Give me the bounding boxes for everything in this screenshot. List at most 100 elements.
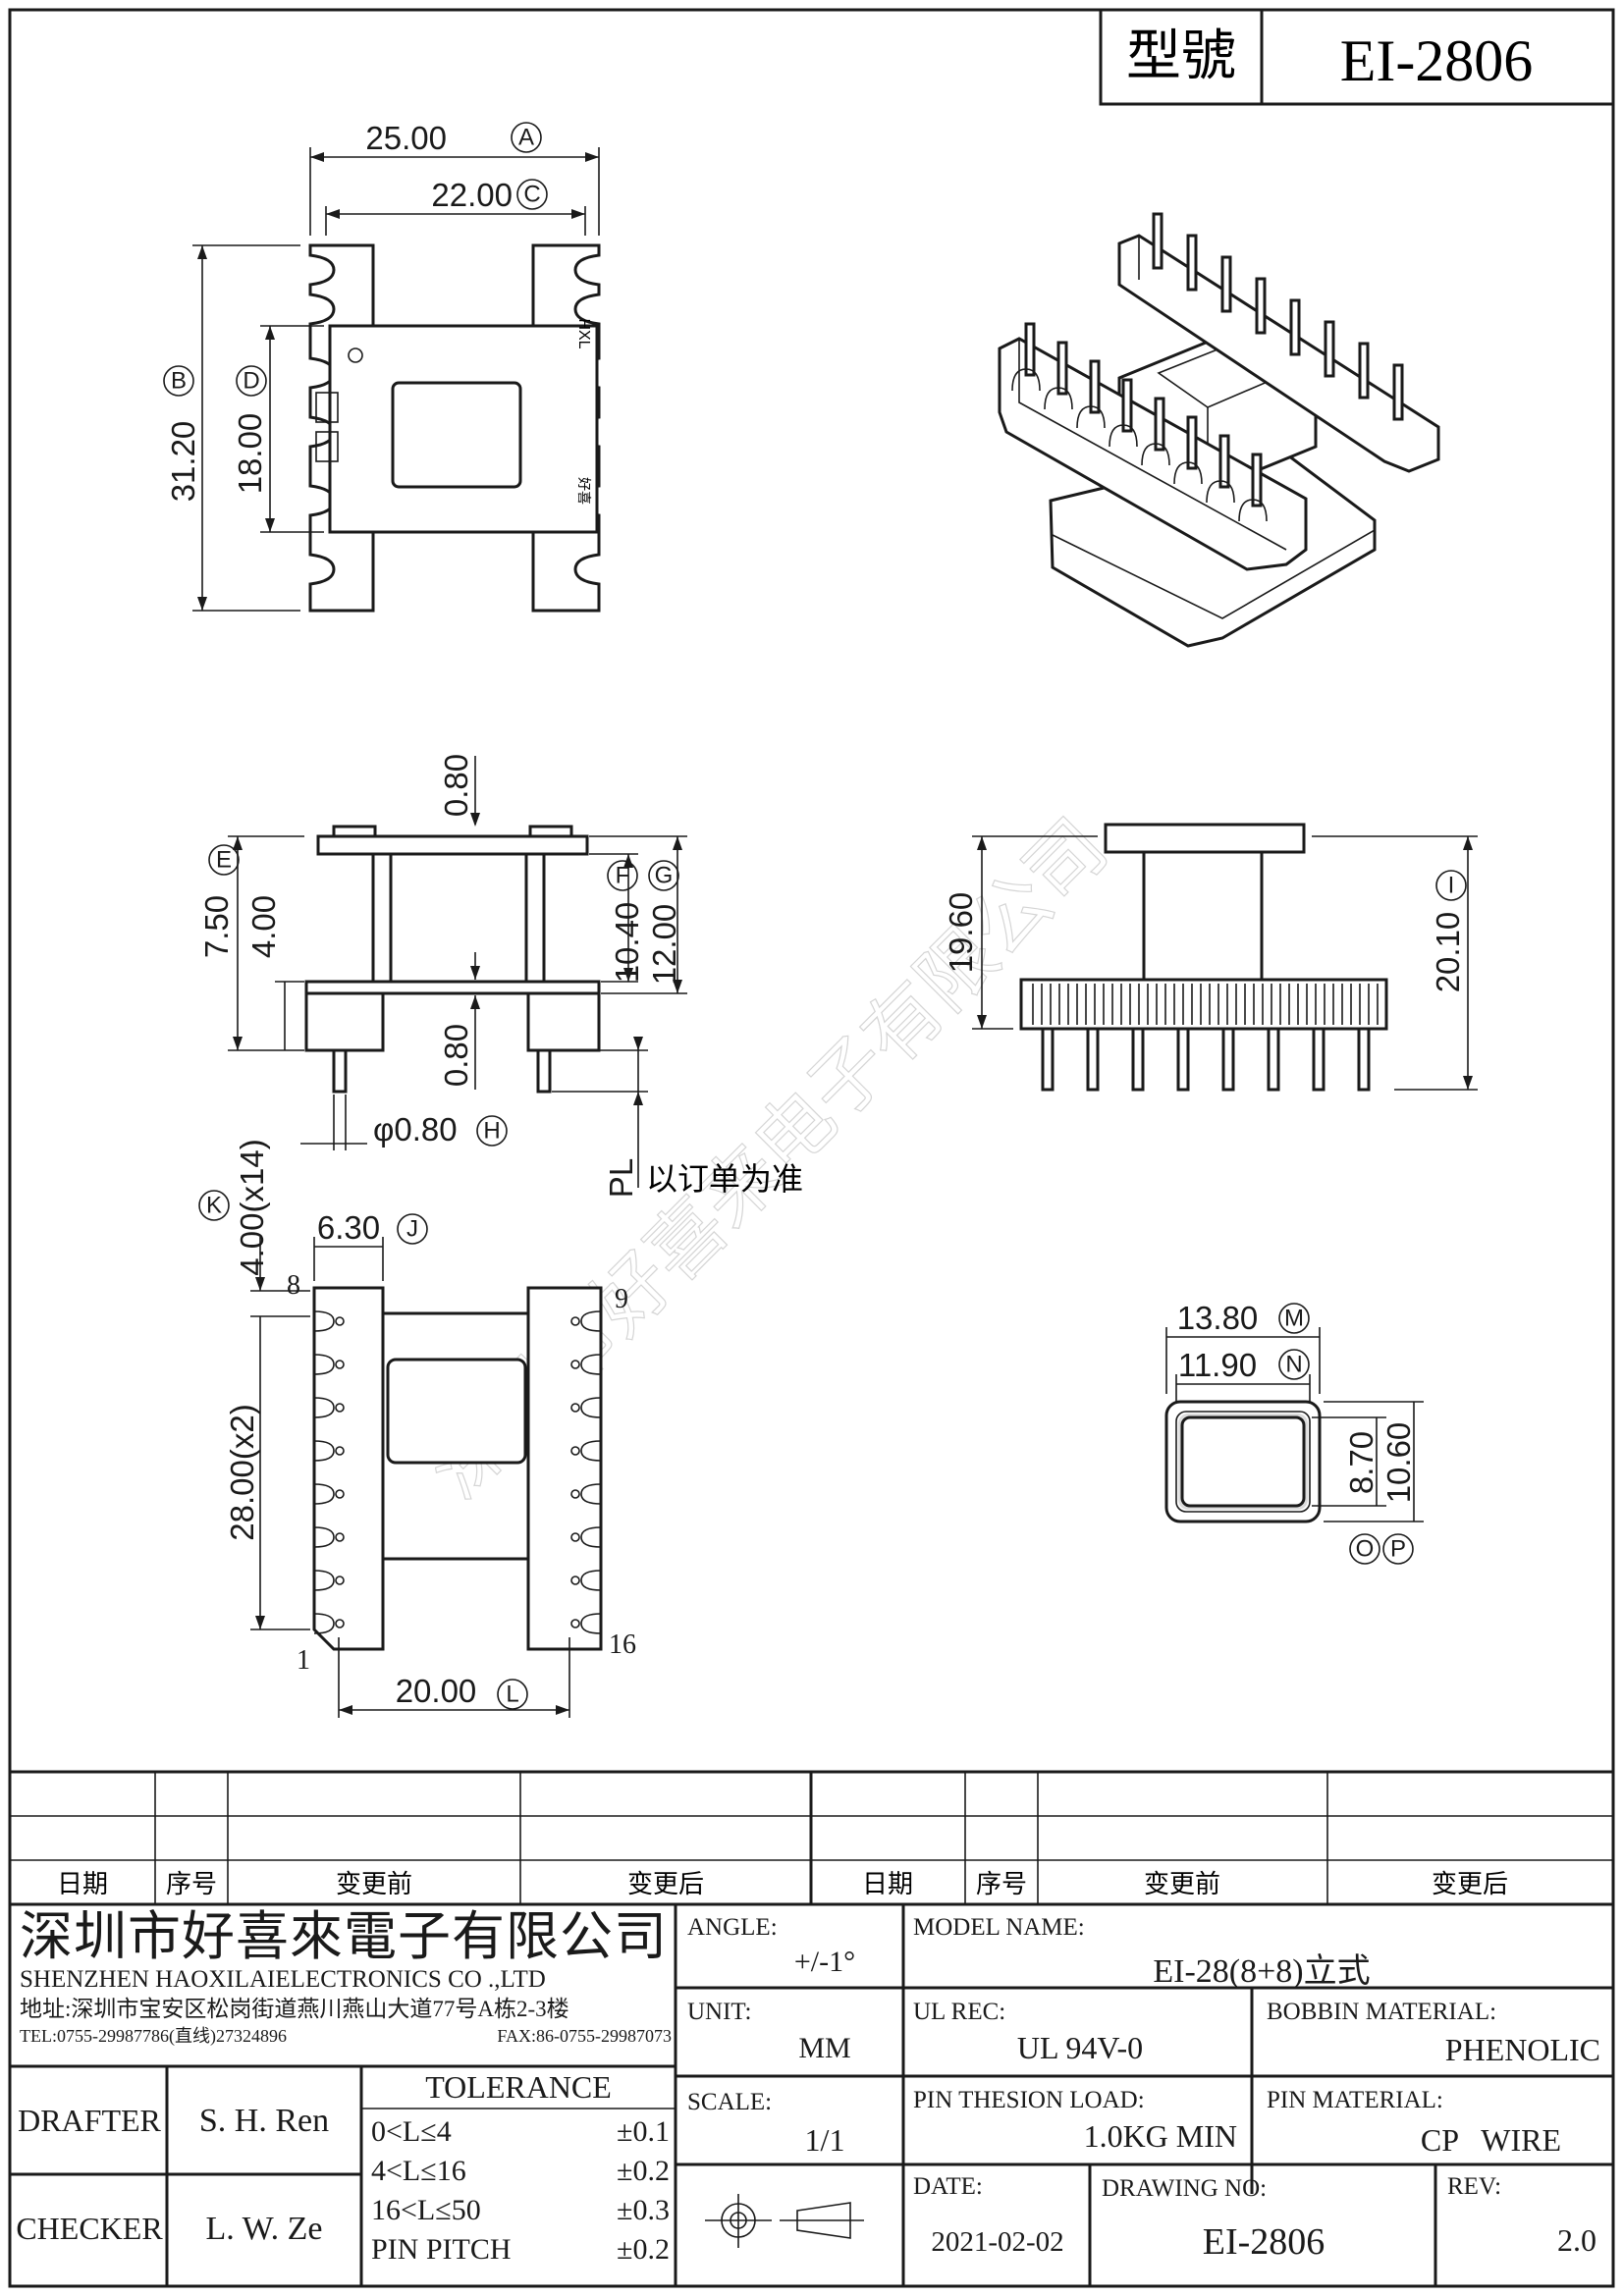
side-pin [1131, 1027, 1145, 1092]
pin-hole [335, 1619, 345, 1629]
front-pin-right [536, 1048, 552, 1094]
pin-hole [335, 1403, 345, 1413]
revision-header: 序号 [976, 1869, 1027, 1898]
side-pin [1357, 1027, 1371, 1092]
revision-header: 日期 [57, 1869, 108, 1898]
side-base [1019, 978, 1388, 1031]
tolerance-range: 4<L≤16 [371, 2155, 466, 2187]
bottom-right-flange [526, 1286, 603, 1651]
side-pins [1041, 1027, 1371, 1092]
revision-table: 日期序号变更前变更后日期序号变更前变更后 [10, 1770, 1613, 1906]
tolerance-title: TOLERANCE [425, 2069, 612, 2105]
dim-n-value: 11.90 [1178, 1347, 1257, 1383]
section-inner [1180, 1415, 1306, 1508]
dim-i-tag: I [1448, 873, 1455, 899]
pin-hole [570, 1360, 580, 1369]
pin-slot [580, 1526, 602, 1548]
unit-value: MM [798, 2032, 851, 2064]
pin-hole [335, 1575, 345, 1585]
iso-pin [1220, 255, 1232, 313]
iso-pin [1186, 234, 1198, 292]
checker-label: CHECKER [16, 2211, 163, 2246]
pin-slot [313, 1440, 335, 1462]
core-section-view: 13.80 M 11.90 N 8.70 10.60 O P [1164, 1300, 1424, 1565]
top-view: HXL 好喜 25.00 A 22.00 C 31.20 B [163, 120, 601, 613]
revision-header: 变更前 [1144, 1869, 1220, 1898]
dim-i-value: 20.10 [1430, 912, 1466, 993]
pin-slot [580, 1570, 602, 1591]
dim-span-value: 28.00(x2) [224, 1404, 260, 1540]
dim-inner-h: 8.70 [1343, 1431, 1380, 1494]
dim-a-tag: A [518, 125, 534, 151]
core-mark-top: HXL [575, 318, 592, 348]
dim-m-tag: M [1284, 1306, 1304, 1332]
iso-pin-hook [1206, 480, 1235, 504]
revision-header: 变更后 [1432, 1869, 1508, 1898]
iso-pin [1251, 453, 1263, 507]
dim-c-value: 22.00 [431, 177, 513, 213]
projection-symbol-icon [705, 2194, 864, 2248]
pin-slot [580, 1310, 602, 1332]
dim-k-value: 4.00(x14) [234, 1139, 270, 1275]
side-pin [1267, 1027, 1280, 1092]
company-info: 深圳市好喜來電子有限公司 SHENZHEN HAOXILAIELECTRONIC… [20, 1908, 672, 2063]
dim-b-tag: B [171, 368, 187, 395]
pin-hole [570, 1403, 580, 1413]
iso-pin [1218, 434, 1230, 489]
revision-header: 变更前 [336, 1869, 412, 1898]
dim-c-tag: C [523, 182, 540, 208]
revision-header: 变更后 [627, 1869, 704, 1898]
pin-hole [335, 1446, 345, 1456]
pin-slot [313, 1354, 335, 1375]
iso-pin [1089, 359, 1101, 414]
sheet-border [8, 8, 1615, 2288]
top-core-window [391, 381, 522, 489]
scale-value: 1/1 [804, 2122, 845, 2158]
iso-pin [1186, 415, 1198, 470]
bottom-right-pins [570, 1310, 602, 1634]
pin-tension-value: 1.0KG MIN [1083, 2118, 1237, 2154]
header-model-box: 型號 EI-2806 [1099, 10, 1613, 106]
iso-pin-hook [1076, 405, 1106, 429]
core-mark-bottom: 好喜 [576, 477, 592, 505]
checker-value: L. W. Ze [205, 2211, 323, 2247]
pin-hole [335, 1532, 345, 1542]
bottom-core-window [386, 1358, 527, 1465]
side-pin [1041, 1027, 1055, 1092]
iso-pin [1324, 320, 1335, 378]
bottom-left-pins [313, 1310, 345, 1634]
iso-pin-hook [1011, 368, 1041, 392]
pin-slot [580, 1440, 602, 1462]
dim-f-tag: F [616, 863, 630, 889]
pin-material-value: CP WIRE [1420, 2122, 1561, 2158]
side-pin [1312, 1027, 1325, 1092]
dim-h-tag: H [483, 1118, 500, 1145]
iso-pin-hook [1141, 443, 1170, 466]
dim-k-tag: K [206, 1193, 222, 1219]
iso-front-pins [1011, 322, 1268, 522]
dim-l-tag: L [506, 1682, 518, 1708]
tolerance-range: PIN PITCH [371, 2233, 512, 2266]
rev-value: 2.0 [1557, 2222, 1596, 2258]
pin-hole [570, 1532, 580, 1542]
dim-j-tag: J [406, 1216, 418, 1243]
tolerance-list: 0<L≤4±0.1 4<L≤16±0.2 16<L≤50±0.3 PIN PIT… [371, 2112, 670, 2269]
pin-slot [313, 1483, 335, 1505]
iso-pin-hook [1044, 387, 1073, 410]
side-view: 19.60 20.10 I [943, 823, 1478, 1092]
front-pin-left [332, 1048, 348, 1094]
pin-hole [570, 1316, 580, 1326]
bobbin-label: BOBBIN MATERIAL: [1267, 1999, 1497, 2025]
pin-label-9: 9 [615, 1284, 628, 1314]
drafter-label: DRAFTER [18, 2103, 161, 2138]
front-view: 0.80 7.50 E 4.00 10.40 F 12.00 G [198, 754, 803, 1198]
tolerance-value: ±0.1 [617, 2115, 670, 2148]
dim-core-top: 0.80 [438, 754, 474, 817]
tolerance-row: PIN PITCH±0.2 [371, 2230, 670, 2269]
side-ribs [1032, 984, 1379, 1025]
tolerance-value: ±0.3 [617, 2194, 670, 2226]
side-top-flange [1104, 823, 1306, 854]
dim-g-tag: G [655, 863, 674, 889]
model-name-value: EI-28(8+8)立式 [1153, 1953, 1371, 1990]
